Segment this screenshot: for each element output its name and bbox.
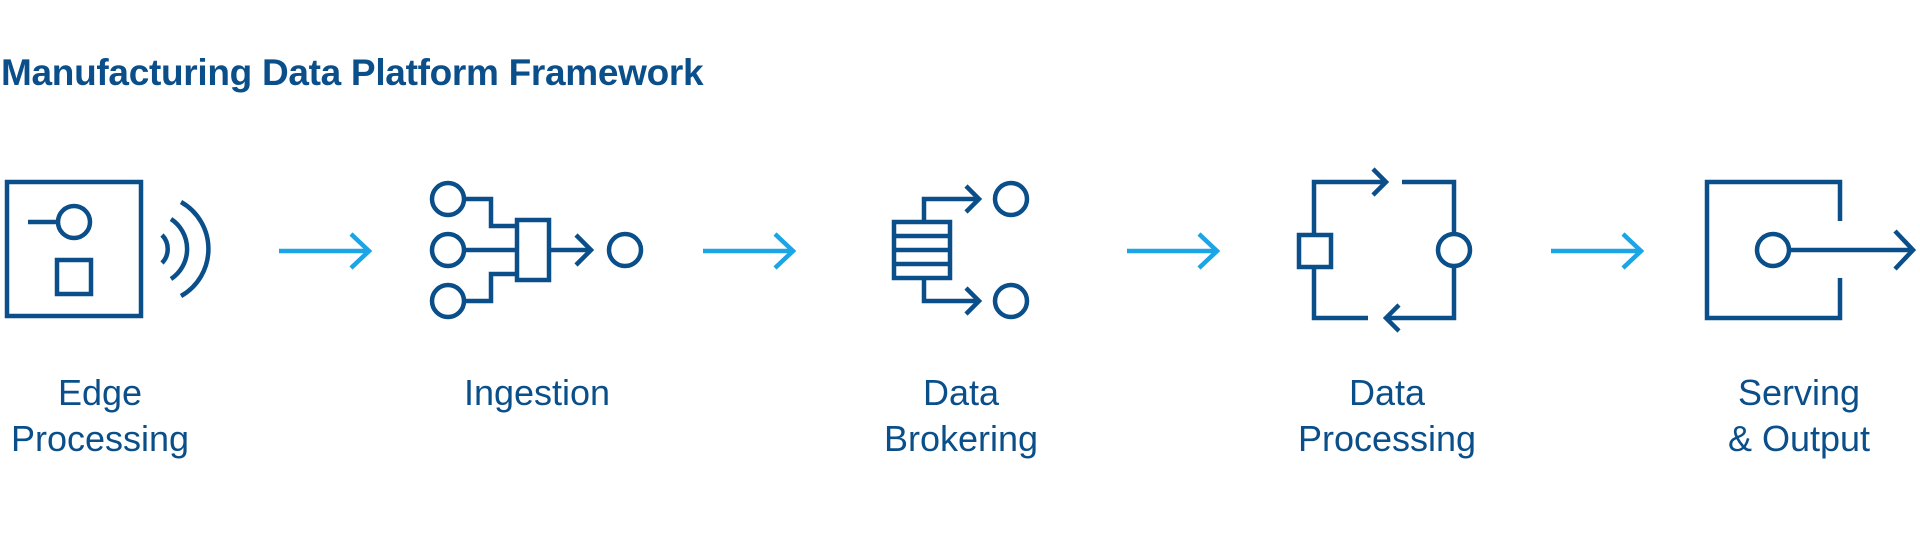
ingestion-funnel-icon — [429, 180, 644, 320]
step-label-line: Processing — [1297, 418, 1477, 459]
step-label-line: Edge — [57, 372, 143, 413]
step-label-line: Serving — [1737, 372, 1861, 413]
edge-device-icon — [4, 179, 211, 319]
flow-arrow-4 — [1551, 232, 1645, 270]
step-label-edge-processing: Edge Processing — [0, 370, 230, 462]
step-label-line: Data — [1348, 372, 1426, 413]
step-label-serving-output: Serving & Output — [1669, 370, 1920, 462]
step-label-data-processing: Data Processing — [1257, 370, 1517, 462]
step-label-line: Ingestion — [463, 372, 611, 413]
diagram-title: Manufacturing Data Platform Framework — [1, 52, 704, 93]
serving-output-icon — [1704, 179, 1917, 321]
step-label-line: Data — [922, 372, 1000, 413]
flow-arrow-3 — [1127, 232, 1221, 270]
flow-arrow-1 — [279, 232, 373, 270]
step-label-line: & Output — [1727, 418, 1871, 459]
step-label-data-brokering: Data Brokering — [831, 370, 1091, 462]
processing-loop-icon — [1296, 167, 1473, 333]
step-label-line: Brokering — [883, 418, 1039, 459]
broker-queue-icon — [891, 180, 1030, 320]
step-label-line: Processing — [10, 418, 190, 459]
step-label-ingestion: Ingestion — [407, 370, 667, 416]
flow-arrow-2 — [703, 232, 797, 270]
